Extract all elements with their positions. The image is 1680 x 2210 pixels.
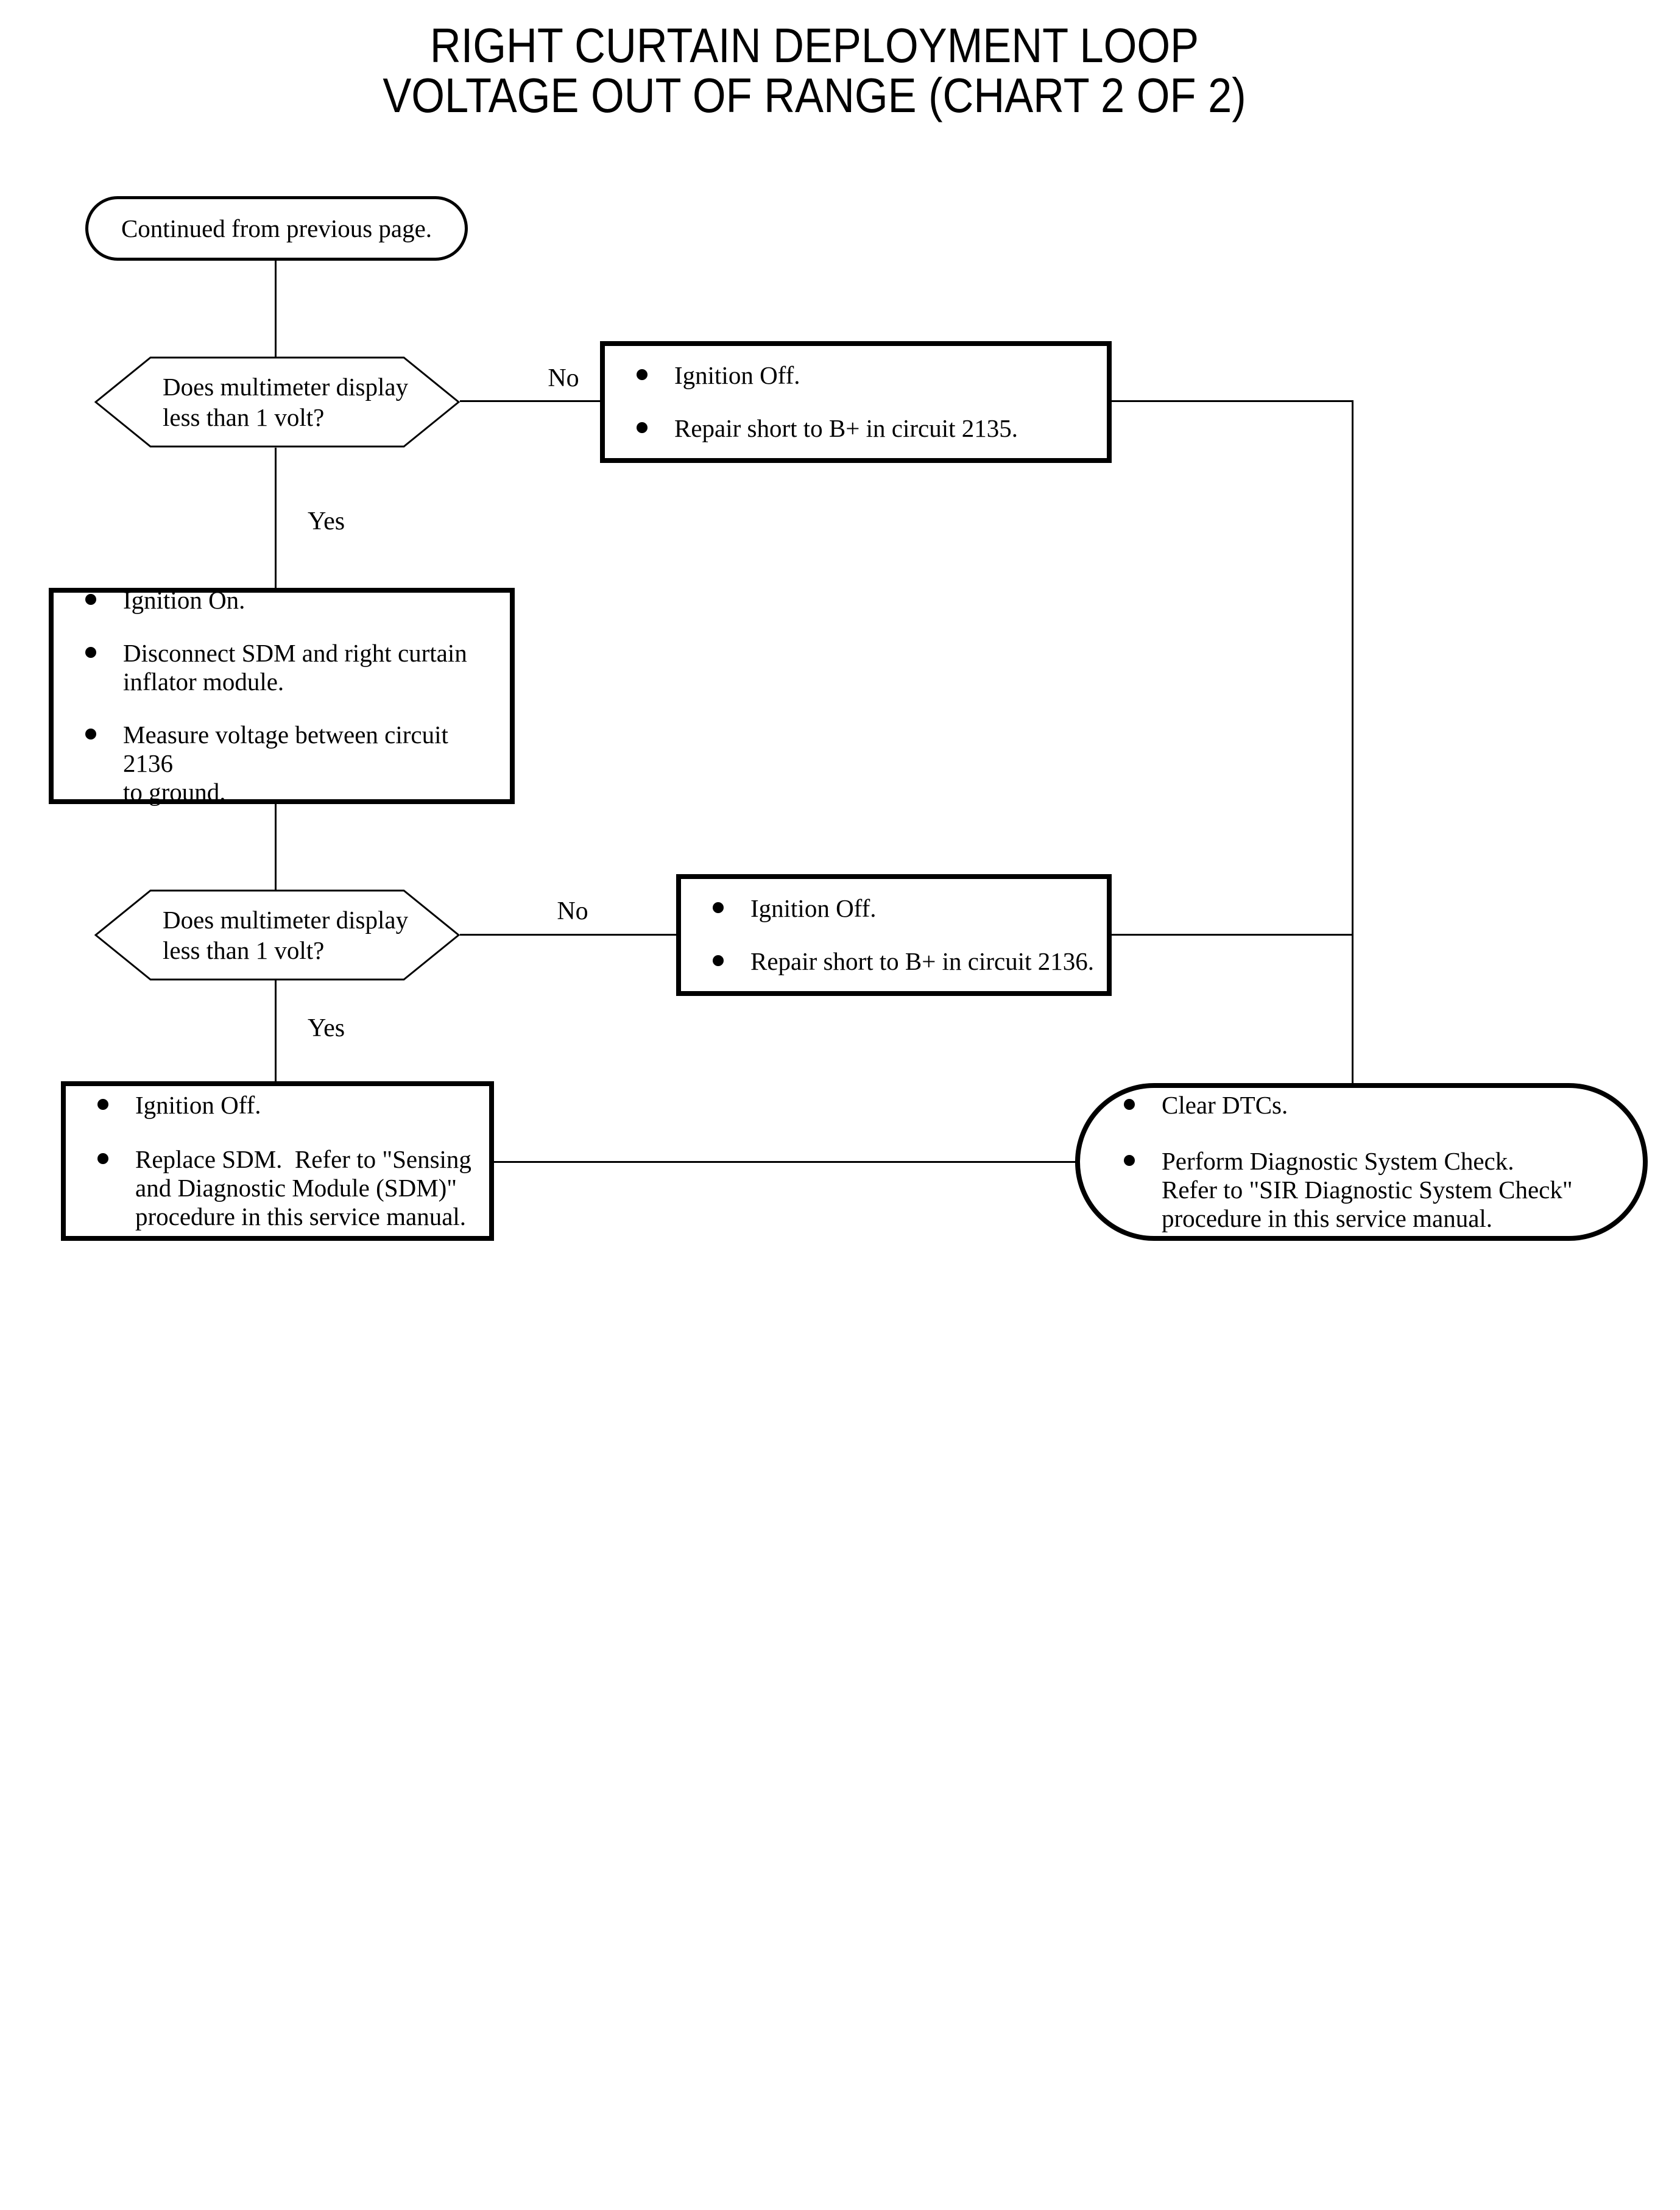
decision-2-text: Does multimeter display less than 1 volt… xyxy=(163,889,408,981)
repair-2136-item-1-text: Ignition Off. xyxy=(750,894,877,922)
bullet-icon xyxy=(1124,1099,1135,1110)
edge-label-yes-2: Yes xyxy=(308,1014,345,1042)
decision-2-line-1: Does multimeter display xyxy=(163,906,409,934)
repair-2136-item-1: Ignition Off. xyxy=(713,894,1101,923)
connector-start-to-decision1 xyxy=(275,261,277,358)
connector-decision2-yes xyxy=(275,980,277,1083)
replace-sdm-item-2-text-line-3: procedure in this service manual. xyxy=(135,1202,467,1230)
end-terminal-item-2-text-line-2: Refer to "SIR Diagnostic System Check" xyxy=(1162,1176,1573,1204)
page-title-line-1: RIGHT CURTAIN DEPLOYMENT LOOP xyxy=(429,18,1199,72)
bullet-icon xyxy=(85,646,96,658)
bullet-icon xyxy=(713,955,724,966)
replace-sdm-item-1-text: Ignition Off. xyxy=(135,1091,261,1119)
repair-2135-item-1: Ignition Off. xyxy=(637,361,1101,390)
repair-2135-box: Ignition Off. Repair short to B+ in circ… xyxy=(600,341,1112,463)
decision-2-hexagon-shape xyxy=(94,889,460,981)
bullet-icon xyxy=(85,728,96,740)
replace-sdm-item-2: Replace SDM. Refer to "Sensing and Diagn… xyxy=(97,1145,483,1231)
repair-2135-item-1-text: Ignition Off. xyxy=(674,361,800,389)
measure-2136-item-1-text: Ignition On. xyxy=(123,585,245,614)
end-terminal-item-1: Clear DTCs. xyxy=(1124,1091,1637,1120)
start-terminal-text: Continued from previous page. xyxy=(121,214,432,242)
decision-2: Does multimeter display less than 1 volt… xyxy=(94,889,460,981)
connector-decision2-no xyxy=(460,934,677,936)
end-terminal: Clear DTCs. Perform Diagnostic System Ch… xyxy=(1075,1083,1648,1241)
measure-2136-item-3-text-line-1: Measure voltage between circuit 2136 xyxy=(123,720,448,777)
bullet-icon xyxy=(637,369,648,380)
page-title: RIGHT CURTAIN DEPLOYMENT LOOP VOLTAGE OU… xyxy=(97,21,1531,121)
decision-1-line-1: Does multimeter display xyxy=(163,373,409,401)
end-terminal-item-2-text-line-3: procedure in this service manual. xyxy=(1162,1204,1493,1232)
bullet-icon xyxy=(1124,1155,1135,1166)
connector-trunk-vertical xyxy=(1352,400,1354,1085)
decision-1-line-2: less than 1 volt? xyxy=(163,403,325,431)
connector-repair2135-to-trunk xyxy=(1112,400,1354,402)
edge-label-yes-1: Yes xyxy=(308,507,345,535)
bullet-icon xyxy=(97,1099,108,1110)
end-terminal-item-2-text-line-1: Perform Diagnostic System Check. xyxy=(1162,1147,1514,1175)
replace-sdm-item-1: Ignition Off. xyxy=(97,1091,483,1120)
replace-sdm-item-2-text-line-2: and Diagnostic Module (SDM)" xyxy=(135,1174,457,1202)
measure-2136-item-2-text-line-1: Disconnect SDM and right curtain xyxy=(123,638,467,667)
connector-measure-to-decision2 xyxy=(275,803,277,891)
decision-1-hexagon-shape xyxy=(94,356,460,448)
repair-2136-box: Ignition Off. Repair short to B+ in circ… xyxy=(676,874,1112,996)
decision-2-line-2: less than 1 volt? xyxy=(163,936,325,964)
bullet-icon xyxy=(97,1153,108,1164)
measure-2136-box: Ignition On. Disconnect SDM and right cu… xyxy=(49,586,515,807)
edge-label-no-1: No xyxy=(548,364,579,392)
repair-2135-item-2: Repair short to B+ in circuit 2135. xyxy=(637,414,1101,443)
bullet-icon xyxy=(85,593,96,605)
decision-1: Does multimeter display less than 1 volt… xyxy=(94,356,460,448)
measure-2136-item-1: Ignition On. xyxy=(85,586,504,615)
bullet-icon xyxy=(713,902,724,913)
repair-2135-item-2-text: Repair short to B+ in circuit 2135. xyxy=(674,414,1018,442)
connector-repair2136-to-trunk xyxy=(1112,934,1354,936)
replace-sdm-item-2-text-line-1: Replace SDM. Refer to "Sensing xyxy=(135,1145,471,1173)
start-terminal: Continued from previous page. xyxy=(85,196,468,261)
end-terminal-item-2: Perform Diagnostic System Check. Refer t… xyxy=(1124,1147,1637,1233)
measure-2136-item-3-text-line-2: to ground. xyxy=(123,777,226,806)
decision-1-text: Does multimeter display less than 1 volt… xyxy=(163,356,408,448)
connector-decision1-yes xyxy=(275,448,277,589)
connector-replace-to-finish xyxy=(494,1161,1076,1163)
replace-sdm-box: Ignition Off. Replace SDM. Refer to "Sen… xyxy=(61,1081,494,1241)
bullet-icon xyxy=(637,422,648,433)
edge-label-no-2: No xyxy=(557,897,588,925)
repair-2136-item-2-text: Repair short to B+ in circuit 2136. xyxy=(750,947,1095,975)
measure-2136-item-2: Disconnect SDM and right curtain inflato… xyxy=(85,639,504,696)
measure-2136-item-3: Measure voltage between circuit 2136 to … xyxy=(85,721,504,807)
connector-decision1-no xyxy=(460,400,600,402)
measure-2136-item-2-text-line-2: inflator module. xyxy=(123,667,284,696)
page-title-line-2: VOLTAGE OUT OF RANGE (CHART 2 OF 2) xyxy=(383,68,1246,122)
end-terminal-item-1-text: Clear DTCs. xyxy=(1162,1091,1288,1119)
repair-2136-item-2: Repair short to B+ in circuit 2136. xyxy=(713,947,1101,976)
